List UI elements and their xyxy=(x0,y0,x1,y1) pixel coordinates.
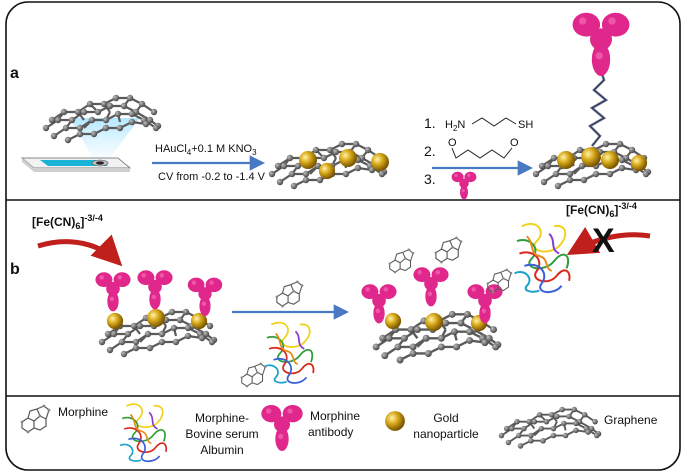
gold-nanoparticle xyxy=(557,151,575,169)
legend-label-bsa-3: Albumin xyxy=(200,443,243,457)
gold-nanoparticle xyxy=(339,149,357,167)
legend-label-morphine: Morphine xyxy=(58,405,108,419)
antibody-modified-electrode xyxy=(531,12,653,191)
legend: Morphine Morphine- Bovine serum Albumin … xyxy=(20,403,658,463)
gold-nanoparticle-linked xyxy=(581,147,601,167)
gold-nanoparticle xyxy=(425,313,443,331)
step-3-label: 3. xyxy=(424,171,436,187)
legend-label-antibody-1: Morphine xyxy=(310,409,360,423)
legend-label-graphene: Graphene xyxy=(604,413,658,427)
gold-nanoparticle xyxy=(384,312,402,330)
redox-arrow-left xyxy=(37,234,123,267)
gold-nanoparticle xyxy=(601,151,619,169)
gold-nanoparticle xyxy=(299,151,317,169)
legend-label-gold-2: nanoparticle xyxy=(413,427,479,441)
gold-nanoparticle xyxy=(371,153,389,171)
gold-nanoparticle xyxy=(630,154,648,172)
step-2-label: 2. xyxy=(424,143,436,159)
panel-a: a HAuCl4+0.1 M KNO3 CV from -0.2 to -1.4… xyxy=(10,12,653,200)
cv-range-label: CV from -0.2 to -1.4 V xyxy=(158,171,266,183)
panel-b-label: b xyxy=(10,261,20,278)
svg-text:SH: SH xyxy=(518,119,533,131)
glutaraldehyde-structure: O O xyxy=(448,137,519,159)
reagent-label: HAuCl4+0.1 M KNO3 xyxy=(155,143,257,157)
reaction-steps: 1. 2. 3. H2N SH O O xyxy=(424,115,533,200)
gold-nanoparticle xyxy=(147,309,165,327)
outer-frame xyxy=(5,1,681,471)
redox-probe-label-left: [Fe(CN)6]-3/-4 xyxy=(32,213,103,231)
legend-label-antibody-2: antibody xyxy=(308,425,353,439)
panel-a-label: a xyxy=(10,65,19,82)
redox-arrow-right xyxy=(566,226,651,256)
step-1-label: 1. xyxy=(424,115,436,131)
svg-text:O: O xyxy=(448,137,457,149)
gold-nanoparticle xyxy=(106,312,124,330)
screen-printed-electrode xyxy=(20,157,132,172)
electrode-setup xyxy=(20,93,163,172)
redox-probe-label-right: [Fe(CN)6]-3/-4 xyxy=(566,201,637,219)
svg-text:O: O xyxy=(510,137,519,149)
cysteamine-structure: H2N SH xyxy=(445,117,533,133)
panel-b: b [Fe(CN)6]-3/-4 xyxy=(10,201,651,389)
gold-nanoparticle xyxy=(318,162,336,180)
legend-label-bsa-1: Morphine- xyxy=(195,411,249,425)
block-mark: X xyxy=(592,222,615,260)
legend-label-bsa-2: Bovine serum xyxy=(185,427,258,441)
legend-label-gold-1: Gold xyxy=(433,411,458,425)
gold-nanoparticle-icon xyxy=(385,411,405,431)
svg-text:H2N: H2N xyxy=(445,119,465,133)
